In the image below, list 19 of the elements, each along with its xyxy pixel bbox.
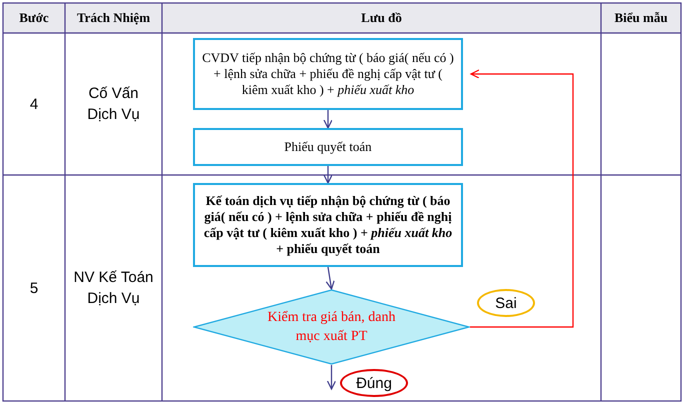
process-box: CVDV tiếp nhận bộ chứng từ ( báo giá( nếu có ) + lệnh sửa chữa + phiếu đề nghị cấp vật tư ( kiêm xuất kho ) + phiếu xuất kho xyxy=(193,38,463,110)
column-header: Biểu mẫu xyxy=(614,10,668,26)
process-box: Kế toán dịch vụ tiếp nhận bộ chứng từ ( báo giá( nếu có ) + lệnh sửa chữa + phiếu đề nghị cấp vật tư ( kiêm xuất kho ) + phiếu xuất kho + phiếu quyết toán xyxy=(193,183,463,267)
decision-diamond: Kiểm tra giá bán, danh mục xuất PT xyxy=(193,289,470,365)
role-label: NV Kế Toán Dịch Vụ xyxy=(74,268,154,309)
step-number: 4 xyxy=(30,94,38,114)
column-header: Trách Nhiệm xyxy=(76,10,150,26)
process-box: Phiếu quyết toán xyxy=(193,128,463,166)
arrow xyxy=(326,266,335,290)
arrow xyxy=(326,365,336,390)
column-header: Bước xyxy=(19,10,49,26)
arrow xyxy=(470,69,574,328)
arrow xyxy=(323,110,333,129)
column-header: Lưu đồ xyxy=(361,10,402,26)
step-number: 5 xyxy=(30,278,38,298)
edge-label: Đúng xyxy=(340,369,408,397)
edge-label: Sai xyxy=(477,289,535,317)
arrow xyxy=(323,166,333,184)
role-label: Cố Vấn Dịch Vụ xyxy=(86,84,141,125)
